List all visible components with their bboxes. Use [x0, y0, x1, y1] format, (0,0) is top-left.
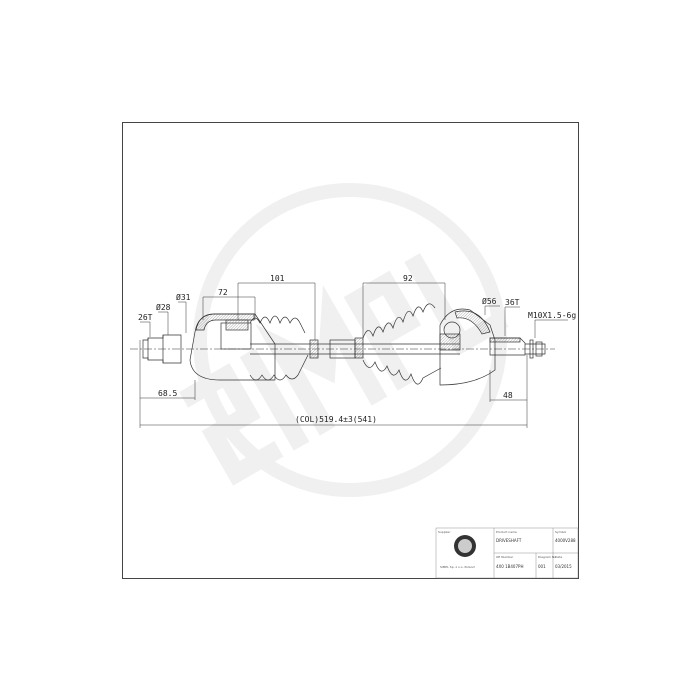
dim-48: 48 [503, 391, 513, 400]
product-value: DRIVESHAFT [496, 538, 522, 543]
driveshaft-drawing [130, 282, 568, 428]
dim-72: 72 [218, 288, 228, 297]
diagram-label: Diagram No [538, 555, 556, 559]
dim-dia-28: Ø28 [156, 302, 171, 312]
dim-68-5: 68.5 [158, 389, 177, 398]
dim-101: 101 [270, 274, 285, 283]
dim-36t: 36T [505, 298, 520, 307]
supplier-label: Supplier [438, 530, 451, 534]
supplier-address: SIMPL Sp. z o.o. Poland [440, 565, 475, 569]
symbol-label: Symbol [555, 530, 566, 534]
date-value: 03/2015 [555, 564, 572, 569]
title-block [435, 527, 579, 579]
oe-label: OE Number [496, 555, 514, 559]
symbol-value: 4000V288 [555, 538, 576, 543]
dim-thread: M10X1.5-6g [528, 311, 576, 320]
dim-dia-31: Ø31 [176, 292, 191, 302]
dim-26t: 26T [138, 313, 153, 322]
dimension-labels: 26T Ø28 Ø31 72 101 92 Ø56 36T M10X1.5-6g… [138, 274, 576, 424]
diagram-value: 001 [538, 564, 546, 569]
date-label: Date [555, 555, 562, 559]
dim-overall: (COL)519.4±3(541) [295, 415, 377, 424]
oe-value: 4X0 1B407PH [496, 564, 523, 569]
title-block-text: Supplier SIMPL Sp. z o.o. Poland Product… [438, 530, 576, 569]
dim-dia-56: Ø56 [482, 296, 497, 306]
product-label: Product name [496, 530, 517, 534]
drawing-frame [122, 122, 579, 579]
dim-92: 92 [403, 274, 413, 283]
